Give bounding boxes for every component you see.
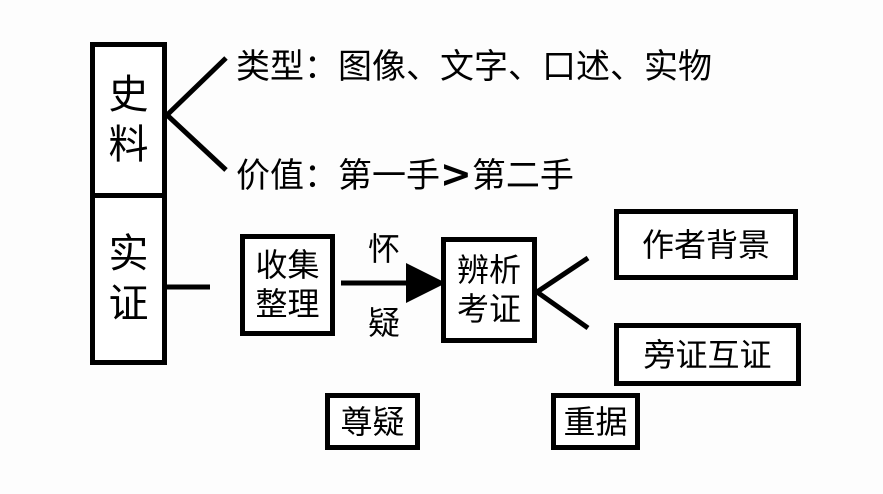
value-evidence-box: 重据 [551, 393, 640, 450]
shiliao-char1: 史 [108, 72, 149, 118]
cross-evidence-box: 旁证互证 [614, 323, 801, 386]
arrow-label-top: 怀 [368, 230, 401, 268]
fork-line-value [165, 113, 228, 172]
fork-line-cross [535, 289, 590, 331]
shizheng-char1: 实 [108, 231, 149, 277]
collect-organize-box: 收集 整理 [240, 234, 335, 336]
respect-doubt-label: 尊疑 [340, 402, 405, 441]
fork-line-type [165, 56, 228, 117]
value-evidence-label: 重据 [563, 402, 628, 441]
branch-type-text: 类型：图像、文字、口述、实物 [236, 47, 712, 87]
branch-value-suffix: 第二手 [471, 156, 574, 196]
shiliao-char2: 料 [108, 122, 149, 168]
analyze-verify-box: 辨析 考证 [441, 237, 537, 343]
collect-organize-label: 收集 整理 [255, 245, 320, 323]
analyze-verify-label: 辨析 考证 [456, 250, 521, 328]
fork-line-author [535, 255, 590, 295]
branch-value-prefix: 价值：第一手 [236, 156, 440, 196]
author-background-label: 作者背景 [641, 225, 770, 264]
shiliao-box: 史 料 [90, 42, 167, 198]
arrow-label-bottom: 疑 [368, 304, 401, 342]
shizheng-char2: 证 [108, 281, 149, 327]
shizheng-box: 实 证 [90, 193, 167, 365]
respect-doubt-box: 尊疑 [325, 393, 420, 450]
author-background-box: 作者背景 [614, 209, 798, 280]
cross-evidence-label: 旁证互证 [643, 335, 772, 374]
branch-value-text: 价值：第一手>第二手 [236, 155, 574, 193]
greater-than-symbol: > [440, 152, 472, 196]
